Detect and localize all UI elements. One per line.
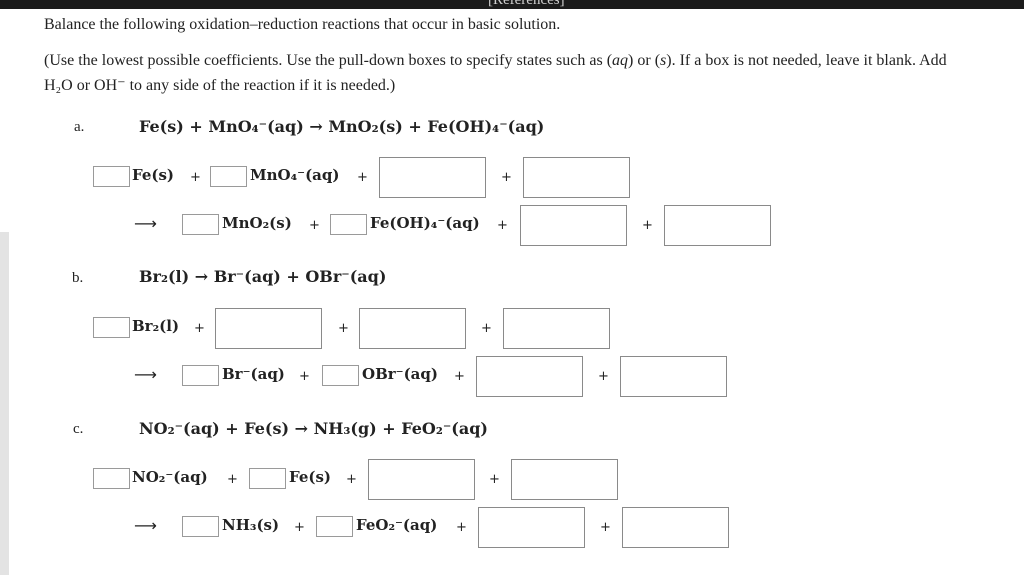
species-label: MnO₂(s) — [222, 214, 292, 232]
plus-sign: + — [299, 369, 310, 384]
reaction-arrow: ⟶ — [134, 516, 157, 535]
coefficient-box[interactable] — [330, 214, 367, 235]
coefficient-box[interactable] — [182, 214, 219, 235]
plus-sign: + — [642, 218, 653, 233]
species-label: Fe(s) — [289, 468, 332, 486]
coefficient-box[interactable] — [249, 468, 286, 489]
top-bar — [0, 0, 1024, 9]
plus-sign: + — [227, 472, 238, 487]
plus-sign: + — [194, 321, 205, 336]
plus-sign: + — [294, 520, 305, 535]
coefficient-box[interactable] — [182, 516, 219, 537]
plus-sign: + — [338, 321, 349, 336]
left-scroll-edge — [0, 232, 9, 575]
answer-box[interactable] — [379, 157, 486, 198]
species-label: OBr⁻(aq) — [362, 365, 438, 383]
reaction-arrow: ⟶ — [134, 365, 157, 384]
plus-sign: + — [309, 218, 320, 233]
species-label: FeO₂⁻(aq) — [356, 516, 438, 534]
species-label: NO₂⁻(aq) — [132, 468, 208, 486]
plus-sign: + — [357, 170, 368, 185]
problem-label-c: c. — [73, 421, 84, 437]
answer-box[interactable] — [476, 356, 583, 397]
problem-label-a: a. — [74, 119, 85, 135]
coefficient-box[interactable] — [322, 365, 359, 386]
answer-box[interactable] — [359, 308, 466, 349]
species-label: MnO₄⁻(aq) — [250, 166, 340, 184]
plus-sign: + — [456, 520, 467, 535]
answer-box[interactable] — [503, 308, 610, 349]
plus-sign: + — [481, 321, 492, 336]
problem-label-b: b. — [72, 270, 84, 286]
equation-c: NO₂⁻(aq) + Fe(s) → NH₃(g) + FeO₂⁻(aq) — [139, 419, 488, 438]
coefficient-box[interactable] — [93, 166, 130, 187]
answer-box[interactable] — [478, 507, 585, 548]
answer-box[interactable] — [523, 157, 630, 198]
species-label: Fe(OH)₄⁻(aq) — [370, 214, 480, 232]
species-label: Fe(s) — [132, 166, 175, 184]
answer-box[interactable] — [368, 459, 475, 500]
instructions-line: (Use the lowest possible coefficients. U… — [44, 52, 947, 69]
references-link[interactable]: [References] — [488, 0, 565, 8]
equation-b: Br₂(l) → Br⁻(aq) + OBr⁻(aq) — [139, 267, 387, 286]
species-label: Br⁻(aq) — [222, 365, 285, 383]
plus-sign: + — [454, 369, 465, 384]
answer-box[interactable] — [511, 459, 618, 500]
answer-box[interactable] — [622, 507, 729, 548]
equation-a: Fe(s) + MnO₄⁻(aq) → MnO₂(s) + Fe(OH)₄⁻(a… — [139, 117, 545, 136]
answer-box[interactable] — [520, 205, 627, 246]
plus-sign: + — [190, 170, 201, 185]
answer-box[interactable] — [620, 356, 727, 397]
answer-box[interactable] — [664, 205, 771, 246]
coefficient-box[interactable] — [182, 365, 219, 386]
plus-sign: + — [497, 218, 508, 233]
plus-sign: + — [489, 472, 500, 487]
plus-sign: + — [346, 472, 357, 487]
plus-sign: + — [600, 520, 611, 535]
coefficient-box[interactable] — [93, 468, 130, 489]
instructions-title: Balance the following oxidation–reductio… — [44, 16, 561, 33]
instructions-line-2: H₂O or OH⁻ to any side of the reaction i… — [44, 77, 396, 94]
answer-box[interactable] — [215, 308, 322, 349]
reaction-arrow: ⟶ — [134, 214, 157, 233]
plus-sign: + — [501, 170, 512, 185]
plus-sign: + — [598, 369, 609, 384]
species-label: Br₂(l) — [132, 317, 180, 335]
coefficient-box[interactable] — [93, 317, 130, 338]
coefficient-box[interactable] — [210, 166, 247, 187]
species-label: NH₃(s) — [222, 516, 280, 534]
coefficient-box[interactable] — [316, 516, 353, 537]
